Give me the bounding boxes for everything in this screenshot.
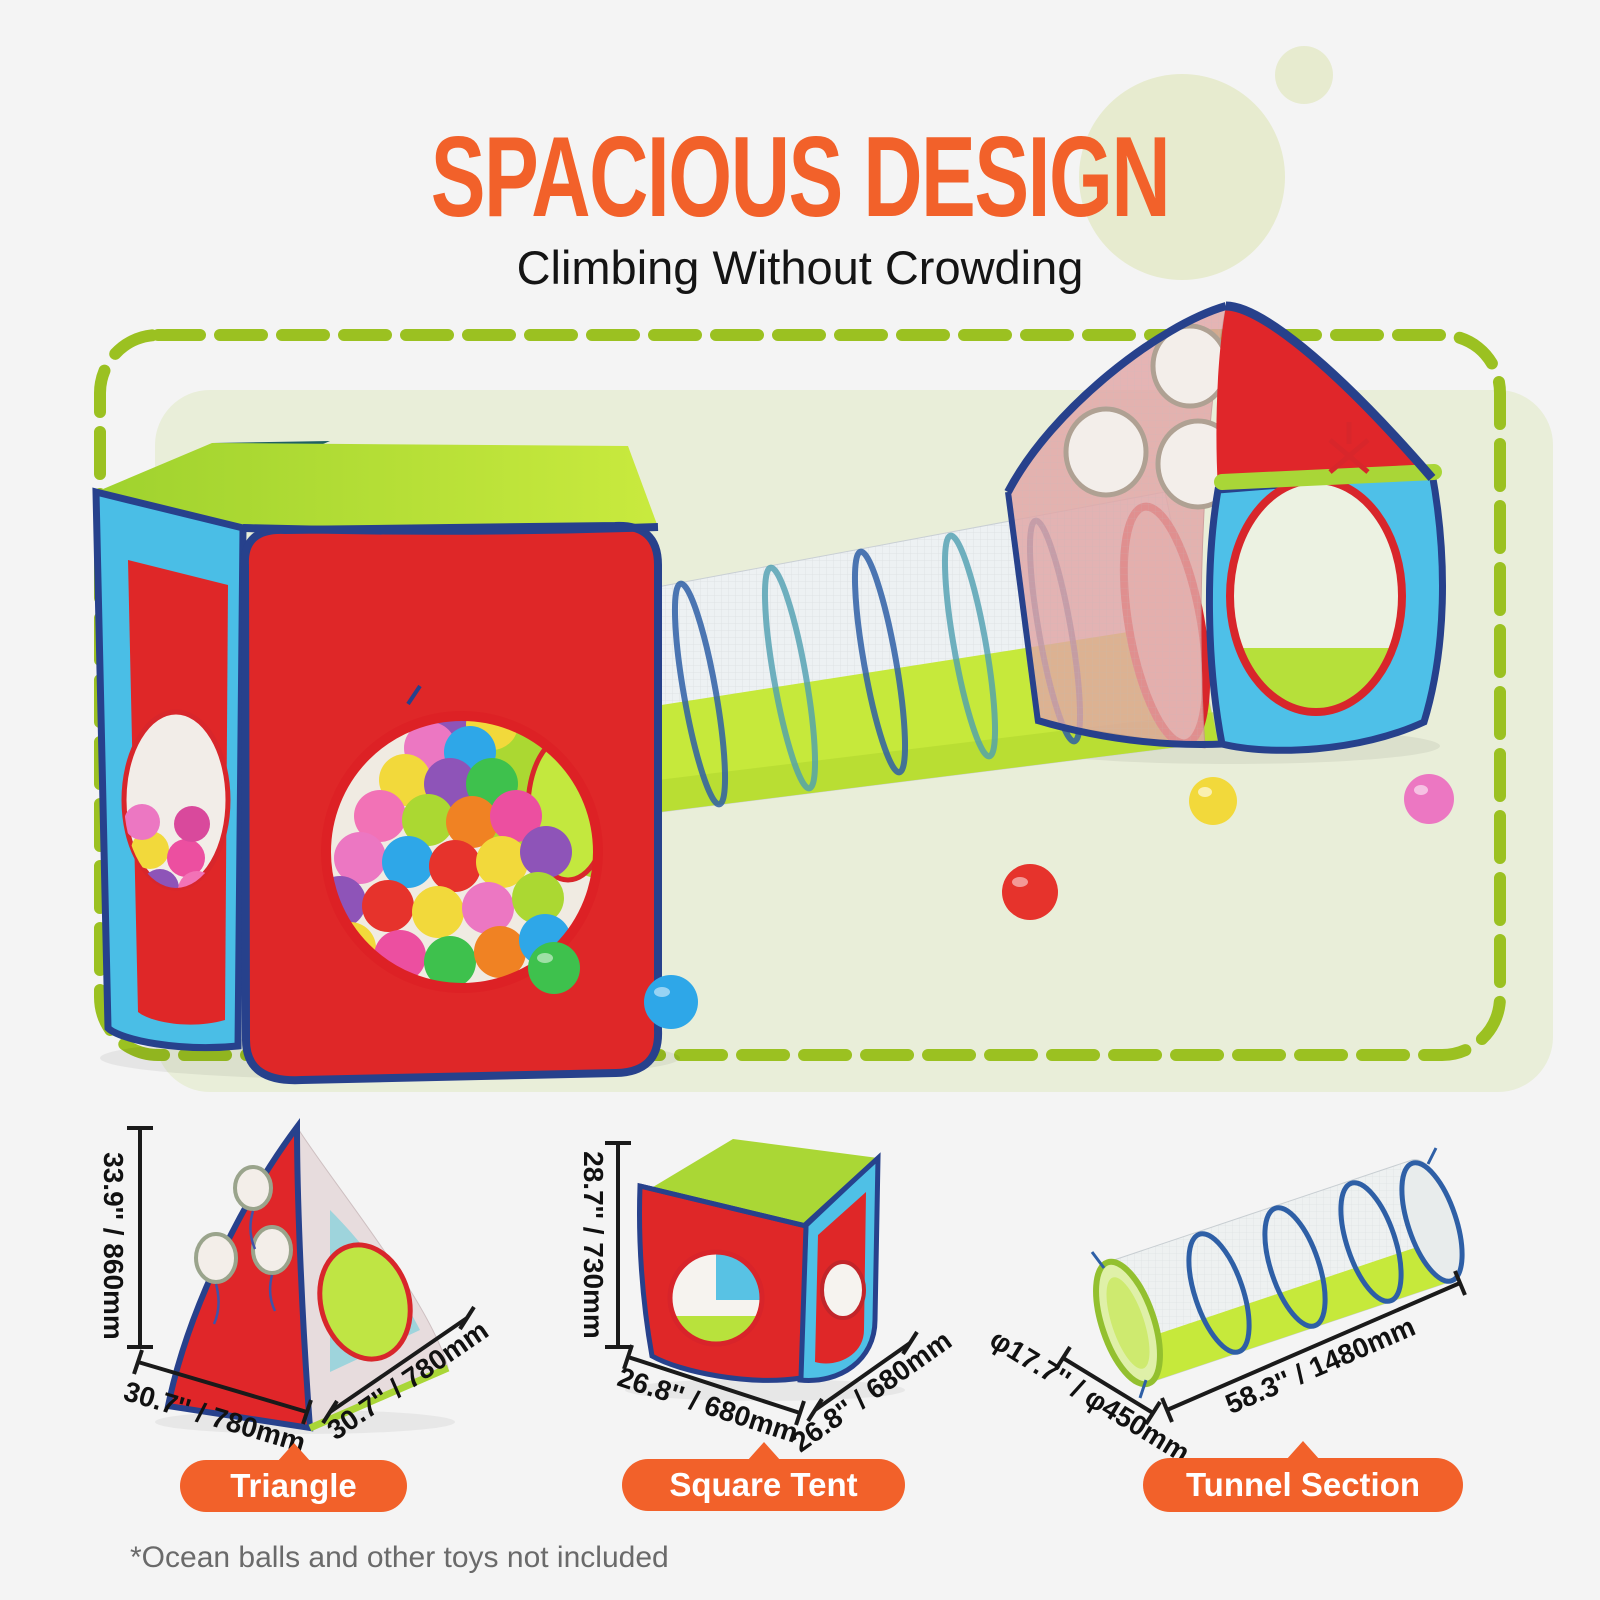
pill-pointer-icon: [746, 1442, 781, 1461]
scattered-balls: [528, 774, 1454, 1029]
square-height-label: 28.7'' / 730mm: [578, 1151, 609, 1339]
square-tent-illustration: [92, 441, 663, 1085]
triangle-mini-diagram: [155, 1117, 455, 1434]
triangle-dimensions: [127, 1126, 476, 1425]
tunnel-pill-label: Tunnel Section: [1185, 1466, 1421, 1503]
square-pill-label: Square Tent: [669, 1466, 858, 1503]
square-mini-diagram: [625, 1139, 905, 1401]
triangle-pill-label: Triangle: [230, 1467, 357, 1504]
tunnel-dimensions: [1054, 1270, 1467, 1426]
triangle-height-label: 33.9'' / 860mm: [98, 1152, 129, 1340]
page-subtitle: Climbing Without Crowding: [516, 241, 1084, 294]
pill-pointer-icon: [1286, 1441, 1320, 1460]
square-dimensions: [605, 1141, 919, 1426]
pill-pointer-icon: [276, 1443, 311, 1462]
tunnel-pill: Tunnel Section: [1143, 1441, 1463, 1512]
square-pill: Square Tent: [622, 1442, 905, 1511]
footnote: *Ocean balls and other toys not included: [130, 1541, 669, 1574]
decorative-circle-large: [1079, 74, 1285, 280]
tunnel-mini-diagram: [1090, 1147, 1465, 1399]
decorative-circle-small: [1275, 46, 1333, 104]
page-title: SPACIOUS DESIGN: [430, 114, 1171, 241]
triangle-tent-illustration: [1004, 301, 1446, 754]
triangle-pill: Triangle: [180, 1443, 407, 1512]
